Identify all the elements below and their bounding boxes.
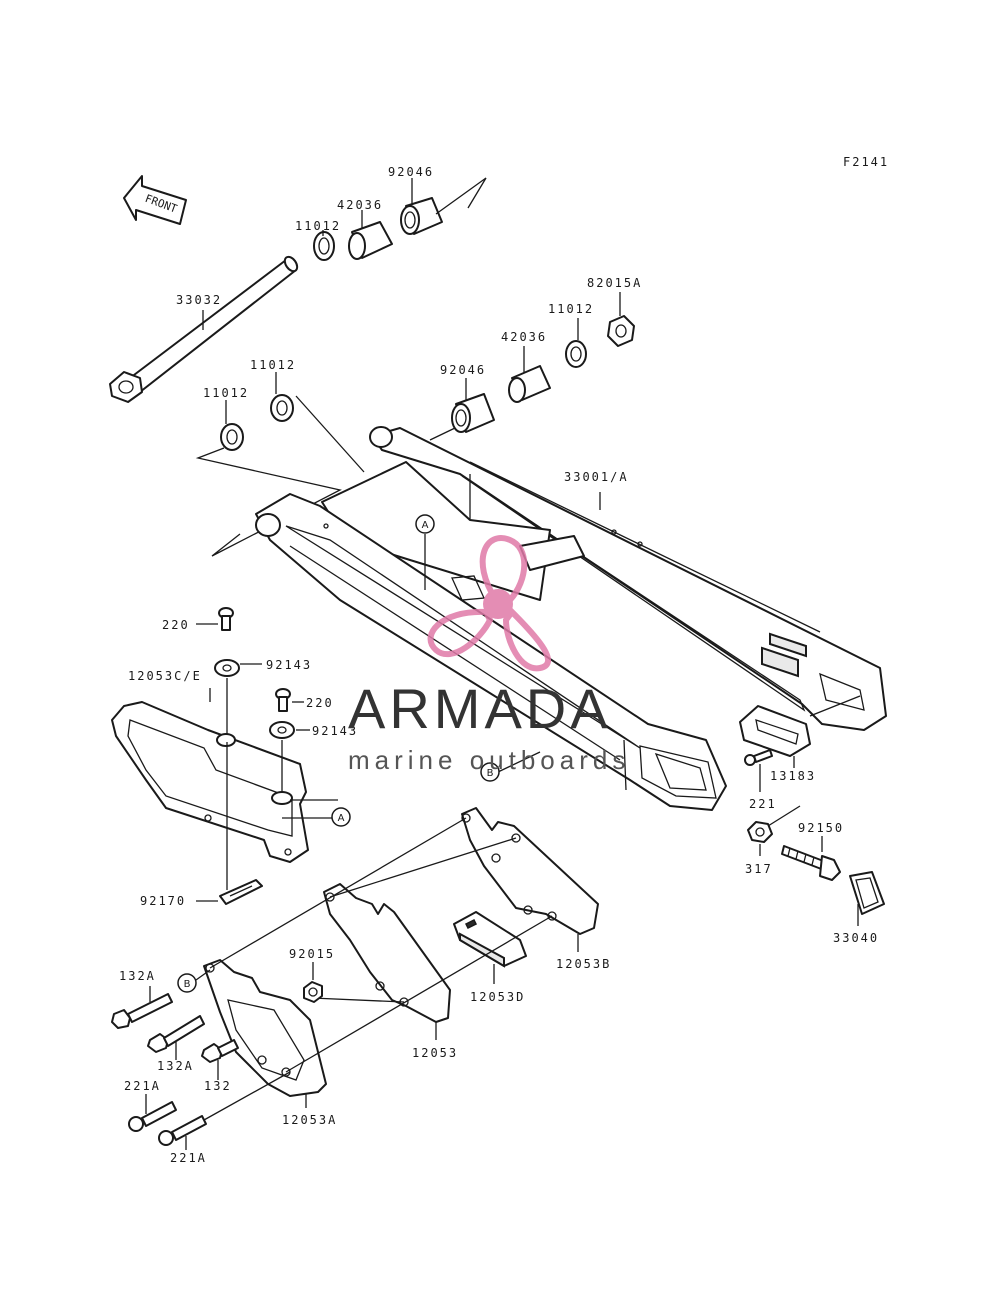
label-221a-bottom: 221A [170,1151,207,1165]
watermark-brand: ARMADA [348,677,612,740]
label-33001a: 33001/A [564,470,629,484]
label-12053ce: 12053C/E [128,669,202,683]
callout-a-guide: A [331,807,351,827]
label-221a-top: 221A [124,1079,161,1093]
oil-seal-right [565,340,587,368]
oil-seal-left [220,423,244,451]
leader-axis-317 [767,805,801,827]
label-42036-top: 42036 [337,198,383,212]
svg-text:A: A [422,520,429,531]
bolt-132a-top [111,993,173,1029]
leader-axis-top [435,177,487,215]
svg-text:A: A [338,813,345,824]
label-12053b: 12053B [556,957,611,971]
watermark-logo-icon [427,535,552,672]
chain-guide [111,701,309,863]
nut-317 [747,821,773,843]
screw-220-top [218,607,234,631]
label-92170: 92170 [140,894,186,908]
screw-221a-bottom [158,1115,207,1146]
slider-pad-12053d [453,911,527,968]
axis-line-221a [203,1071,291,1121]
front-arrow-icon: FRONT [123,175,187,225]
swingarm [255,426,887,811]
label-92143-top: 92143 [266,658,312,672]
svg-text:B: B [184,979,191,990]
nut-92015 [303,981,323,1003]
oil-seal-mid [270,394,294,422]
oil-seal-top [313,231,335,261]
callout-b-swingarm: B [480,762,500,782]
pivot-shaft [109,255,299,403]
screw-221 [744,749,773,766]
needle-bearing-top [400,197,443,235]
slider-plate-12053b [461,807,599,935]
label-12053d: 12053D [470,990,525,1004]
callout-b-plate: B [177,973,197,993]
needle-bearing-right [451,393,495,433]
label-33032: 33032 [176,293,222,307]
label-11012-right: 11012 [548,302,594,316]
label-92150: 92150 [798,821,844,835]
label-132a-mid: 132A [157,1059,194,1073]
bolt-132 [201,1039,239,1063]
label-12053: 12053 [412,1046,458,1060]
sleeve-right [508,365,551,403]
label-92143-mid: 92143 [312,724,358,738]
axis-line-upper [209,817,467,969]
slider-plate-12053 [323,883,451,1023]
label-42036-right: 42036 [501,330,547,344]
label-220-top: 220 [162,618,190,632]
leader-callout-b-swingarm [497,751,541,773]
svg-text:B: B [487,768,494,779]
leader-callout-b-plate [195,969,211,981]
axis-line-lower [285,915,553,1073]
figure-code: F2141 [843,155,889,169]
callout-a-swingarm: A [415,514,435,534]
screw-220-mid [275,688,291,712]
label-92046-right: 92046 [440,363,486,377]
label-11012-left: 11012 [203,386,249,400]
washer-92143-mid [269,721,295,739]
adjuster-block-33040 [849,871,885,915]
label-92015: 92015 [289,947,335,961]
label-12053a: 12053A [282,1113,337,1127]
axis-line-nut [311,997,405,1003]
label-220-mid: 220 [306,696,334,710]
leader-axis-left [195,447,342,557]
label-317: 317 [745,862,773,876]
label-11012-top: 11012 [295,219,341,233]
label-92046-top: 92046 [388,165,434,179]
rubber-pad-92170 [219,879,263,905]
leader-axis-right [429,427,456,441]
watermark-tagline: marine outboards [348,745,630,775]
adjuster-plate-13183 [739,705,811,757]
bolt-132a-mid [147,1015,205,1053]
label-82015a: 82015A [587,276,642,290]
washer-92143-top [214,659,240,677]
label-11012-mid: 11012 [250,358,296,372]
adjuster-bolt-92150 [781,845,841,881]
screw-221a-top [128,1101,177,1132]
label-33040: 33040 [833,931,879,945]
label-13183: 13183 [770,769,816,783]
sleeve-top [348,221,393,260]
label-132a-top: 132A [119,969,156,983]
label-132: 132 [204,1079,232,1093]
slider-plate-12053a [203,959,327,1097]
label-221: 221 [749,797,777,811]
leader-axis-mid [295,395,365,473]
nut-82015a [607,315,635,347]
axis-line-mid [329,837,517,898]
leader-axis-13183 [809,695,861,717]
